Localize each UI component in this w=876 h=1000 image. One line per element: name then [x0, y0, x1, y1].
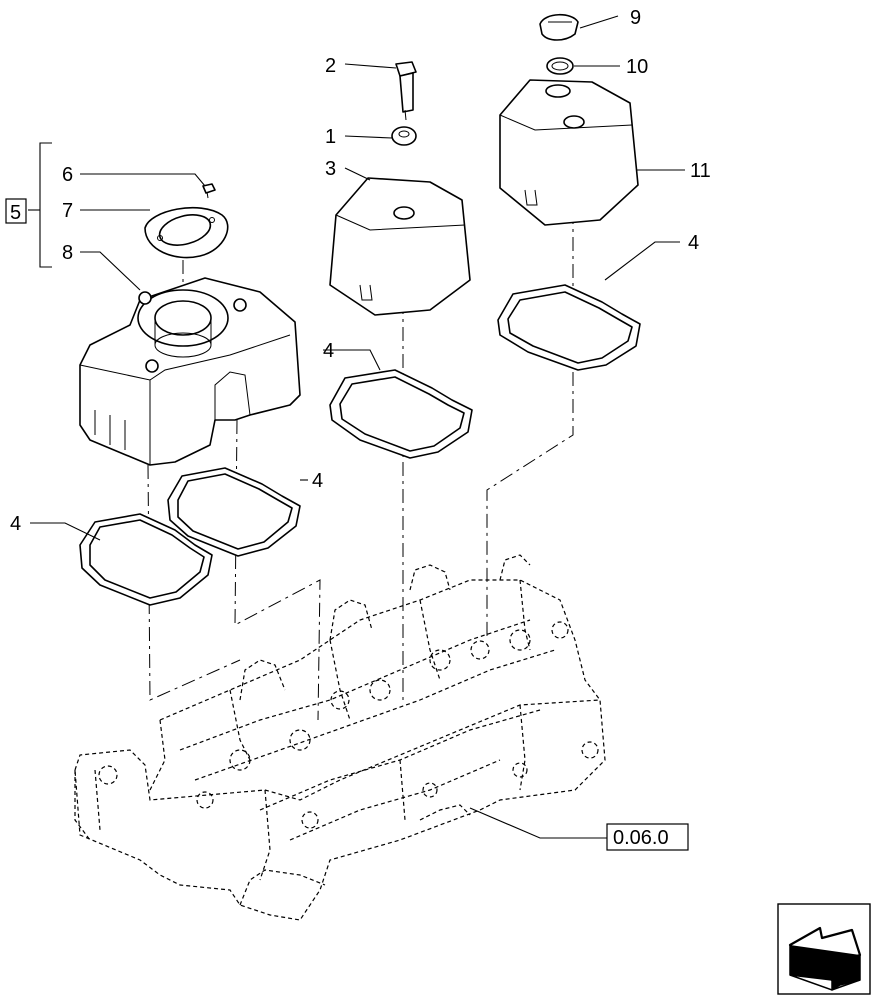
callout-9: 9 — [630, 7, 641, 29]
part-flange-gasket-7 — [144, 206, 229, 259]
part-cover-11 — [499, 79, 639, 226]
next-page-arrow-icon[interactable] — [777, 903, 871, 995]
callout-3: 3 — [325, 158, 336, 180]
part-screw-6 — [202, 183, 216, 199]
part-gasket-4-right — [497, 284, 641, 371]
callout-10: 10 — [626, 56, 648, 78]
callout-7: 7 — [62, 200, 73, 222]
callout-4-left-upper: 4 — [312, 470, 323, 492]
callout-4-right: 4 — [688, 232, 699, 254]
part-cover-3 — [329, 177, 471, 316]
callout-4-middle: 4 — [323, 340, 334, 362]
callout-2: 2 — [325, 55, 336, 77]
assembly-bracket — [5, 142, 52, 268]
part-gasket-4-left-upper — [167, 467, 301, 557]
callout-8: 8 — [62, 242, 73, 264]
callout-1: 1 — [325, 126, 336, 148]
callout-5: 5 — [10, 202, 21, 224]
part-washer-1 — [391, 126, 417, 146]
leader-lines — [30, 15, 685, 839]
part-gasket-4-middle — [329, 369, 473, 459]
part-valve-cover-8 — [79, 277, 301, 466]
part-bolt-2 — [395, 61, 417, 121]
section-reference-label: 0.06.0 — [613, 827, 669, 849]
callouts: 2 1 3 6 7 8 5 9 10 11 4 4 4 4 — [10, 7, 711, 535]
section-reference[interactable]: 0.06.0 — [606, 823, 689, 851]
part-o-ring-10 — [546, 57, 574, 75]
cylinder-head-outline — [74, 554, 606, 921]
part-oil-cap-9 — [539, 13, 579, 41]
part-gasket-4-left-lower — [79, 513, 213, 606]
callout-4-left-lower: 4 — [10, 513, 21, 535]
callout-6: 6 — [62, 164, 73, 186]
callout-11: 11 — [690, 160, 711, 182]
